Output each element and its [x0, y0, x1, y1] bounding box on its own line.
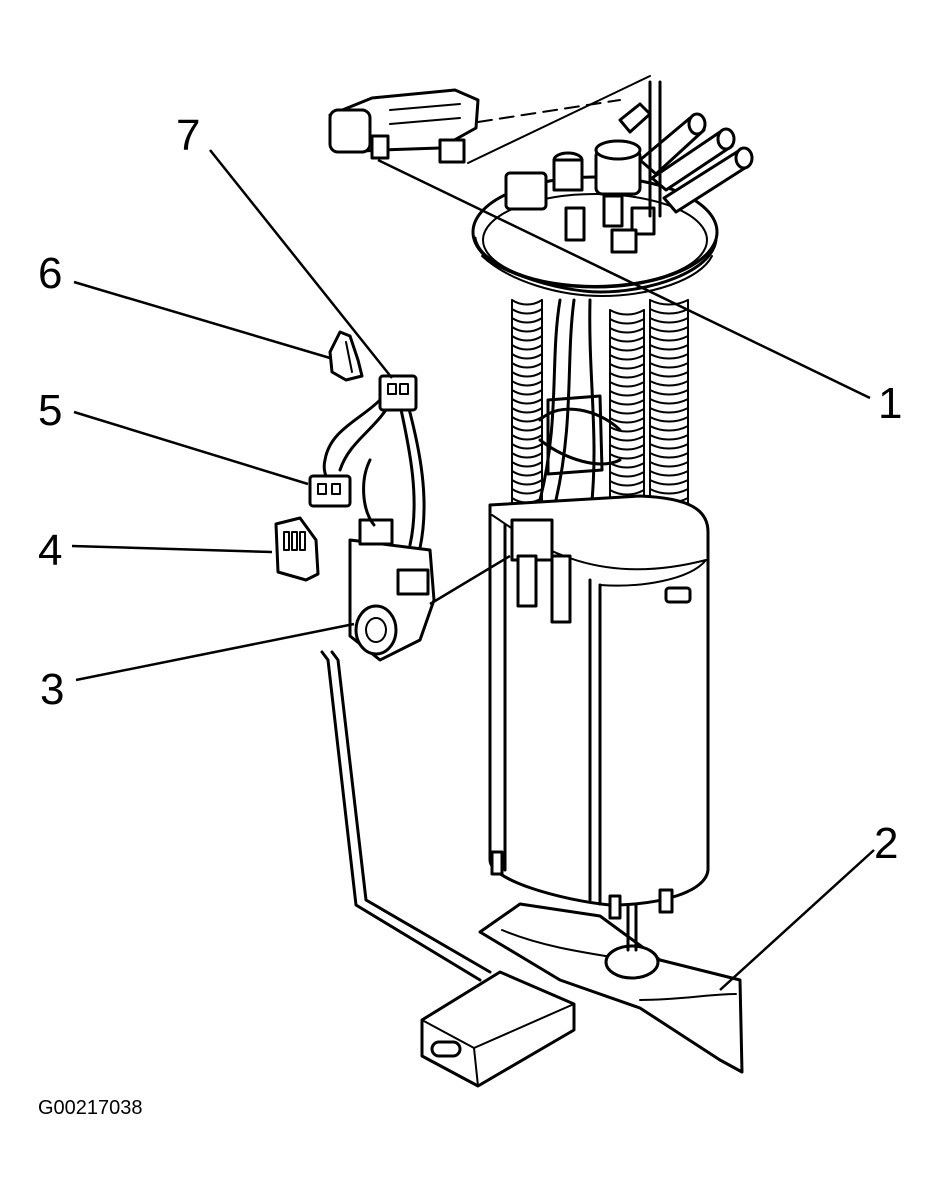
spring-coil [609, 399, 645, 406]
spring-coil [511, 443, 543, 450]
spring-coil [649, 299, 689, 306]
spring-coil [649, 452, 689, 459]
spring-coil [649, 479, 689, 486]
spring-coil [649, 461, 689, 468]
spring-coil [649, 317, 689, 324]
module-hose [538, 438, 622, 466]
spring-coil [511, 344, 543, 351]
spring-coil [649, 344, 689, 351]
spring-coil [609, 381, 645, 388]
spring-coil [649, 443, 689, 450]
spring-coil [609, 309, 645, 316]
retainer-clip [328, 330, 364, 382]
spring-coil [649, 488, 689, 495]
spring-coil [609, 480, 645, 487]
spring-coil [649, 407, 689, 414]
leader-1 [377, 158, 871, 400]
leader-3b [429, 554, 511, 606]
spring-coil [649, 371, 689, 378]
callout-4: 4 [38, 526, 62, 575]
leader-4 [71, 544, 273, 554]
spring-coil [649, 335, 689, 342]
spring-coil [511, 470, 543, 477]
connector-cover [274, 516, 320, 582]
spring-coil [649, 398, 689, 405]
spring-coil [609, 363, 645, 370]
spring-coil [511, 452, 543, 459]
spring-coil [609, 372, 645, 379]
fuel-strainer [478, 902, 744, 1074]
spring-coil [511, 353, 543, 360]
spring-coil [511, 317, 543, 324]
wiring-harness [308, 374, 426, 550]
spring-coil [609, 444, 645, 451]
leader-lines [71, 149, 875, 991]
spring-coil [649, 362, 689, 369]
spring-coil [609, 489, 645, 496]
leader-6 [73, 280, 331, 360]
spring-coil [609, 417, 645, 424]
figure-id: G00217038 [38, 1097, 143, 1119]
spring-coil [609, 336, 645, 343]
spring-coil [649, 326, 689, 333]
spring-coil [609, 462, 645, 469]
callout-2: 2 [874, 819, 898, 868]
callout-1: 1 [878, 379, 902, 428]
spring-coil [649, 425, 689, 432]
module-top-flange [471, 80, 754, 297]
spring-coil [649, 416, 689, 423]
fuel-pressure-sensor [328, 75, 651, 164]
spring-coil [649, 389, 689, 396]
spring-coil [609, 354, 645, 361]
spring-coil [609, 327, 645, 334]
spring-coil [511, 398, 543, 405]
spring-coil [609, 426, 645, 433]
spring-coil [511, 299, 543, 306]
spring-coil [511, 425, 543, 432]
spring-coil [649, 353, 689, 360]
spring-coil [511, 479, 543, 486]
callout-labels: 1 2 3 4 5 6 7 [38, 111, 902, 868]
leader-3 [75, 622, 355, 682]
leader-2 [719, 849, 875, 991]
callout-3: 3 [40, 665, 64, 714]
spring-coil [511, 371, 543, 378]
spring-coil [649, 470, 689, 477]
callout-7: 7 [176, 111, 200, 160]
spring-coil [609, 345, 645, 352]
spring-coil [511, 380, 543, 387]
spring-coil [511, 362, 543, 369]
fuel-level-sensor [348, 518, 436, 662]
spring-coil [609, 408, 645, 415]
leader-5 [73, 410, 309, 486]
spring-coil [649, 308, 689, 315]
spring-coil [511, 389, 543, 396]
spring-coil [609, 471, 645, 478]
spring-coil [609, 453, 645, 460]
module-hose [546, 394, 604, 476]
spring-coil [609, 435, 645, 442]
fuel-level-sensor-float [320, 650, 576, 1088]
module-hose [588, 298, 596, 522]
spring-coil [511, 308, 543, 315]
leader-7 [209, 149, 393, 379]
spring-coil [511, 407, 543, 414]
spring-coil [511, 488, 543, 495]
spring-coil [609, 318, 645, 325]
spring-coil [649, 380, 689, 387]
spring-coil [511, 434, 543, 441]
fuel-reservoir [488, 494, 710, 920]
module-hose [538, 298, 562, 502]
spring-coil [511, 335, 543, 342]
spring-coil [609, 390, 645, 397]
callout-5: 5 [38, 386, 62, 435]
spring-coil [511, 326, 543, 333]
spring-coil [511, 461, 543, 468]
callout-6: 6 [38, 249, 62, 298]
spring-coil [649, 434, 689, 441]
spring-coil [511, 416, 543, 423]
